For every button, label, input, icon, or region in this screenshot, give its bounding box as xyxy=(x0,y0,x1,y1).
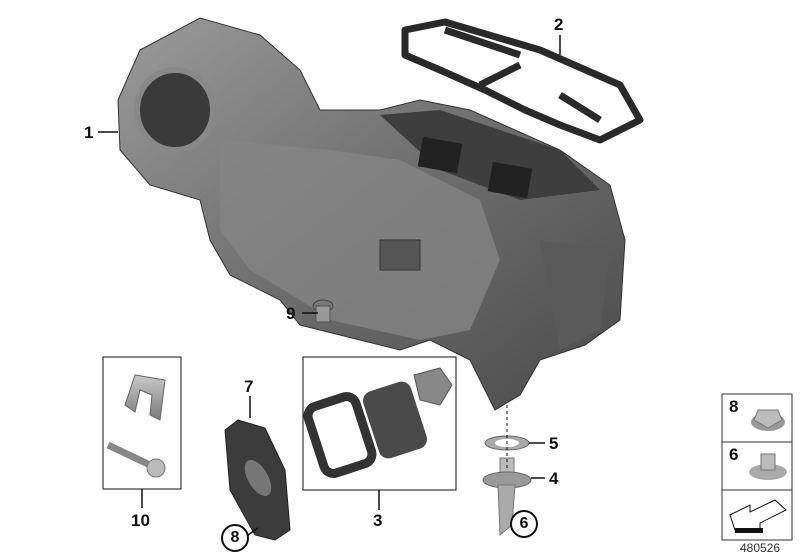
diagram-id: 480526 xyxy=(740,541,781,555)
hvac-housing-part[interactable] xyxy=(117,17,626,411)
callout-10: 10 xyxy=(131,511,150,530)
plug-part[interactable] xyxy=(312,299,334,323)
callout-6-circled: 6 xyxy=(510,510,538,538)
legend-box xyxy=(721,393,793,541)
grommet-set-part[interactable] xyxy=(303,367,453,478)
callout-1: 1 xyxy=(84,123,94,142)
gasket-part[interactable] xyxy=(401,18,644,144)
callout-7: 7 xyxy=(244,377,254,396)
clip-and-screw-part[interactable] xyxy=(106,374,166,478)
callout-9: 9 xyxy=(286,304,296,323)
callout-8-circled: 8 xyxy=(221,524,249,552)
callout-3: 3 xyxy=(373,511,383,530)
leader-lines xyxy=(98,35,561,536)
callout-5: 5 xyxy=(549,434,559,453)
callout-2: 2 xyxy=(554,15,564,34)
callout-4: 4 xyxy=(549,469,559,488)
legend-item-6: 6 xyxy=(729,445,739,464)
weld-nut-icon xyxy=(749,464,787,480)
legend-item-8: 8 xyxy=(729,397,739,416)
